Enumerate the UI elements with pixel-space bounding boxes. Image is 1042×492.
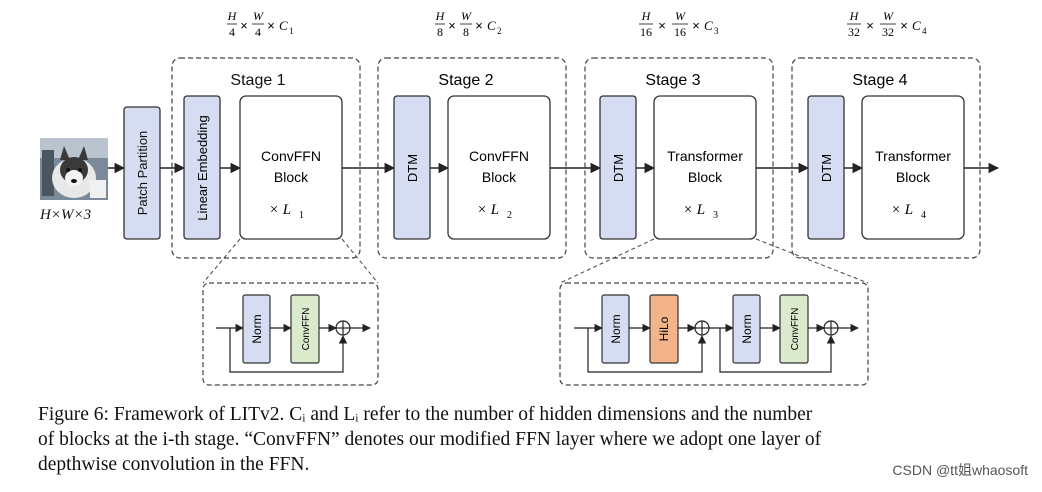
stage-3-dim-c-sub: 3: [714, 26, 719, 36]
stage-1-block-line2: Block: [274, 169, 309, 185]
svg-text:×: ×: [658, 18, 666, 33]
stage-4: H 32 × W 32 × C 4 Stage 4 DTM Transforme…: [791, 9, 981, 259]
convffn-detail-frame: [202, 282, 379, 386]
stage-4-repeat: × L: [891, 202, 913, 218]
svg-text:×: ×: [240, 18, 248, 33]
stage-2-frame: [377, 57, 567, 259]
transformer-detail-norm2-label: Norm: [740, 314, 754, 343]
stage-3-dim-w: W: [675, 9, 686, 23]
transformer-detail-norm1-label: Norm: [609, 314, 623, 343]
stage-4-title: Stage 4: [852, 72, 907, 89]
stage-1-dim-c: C: [279, 18, 288, 33]
transformer-detail-norm1-box: [601, 294, 630, 364]
stage-2-dtm-label: DTM: [405, 154, 420, 182]
stage-4-dim-w: W: [883, 9, 894, 23]
stage-2-title: Stage 2: [438, 72, 493, 89]
stage-3-block-line1: Transformer: [667, 148, 743, 164]
caption-line-2: of blocks at the i-th stage. “ConvFFN” d…: [38, 429, 822, 450]
stage-3-dim-h: H: [641, 9, 652, 23]
stage-2-repeat-sub: 2: [507, 210, 512, 221]
stage-1-dim-w: W: [253, 9, 264, 23]
stage-4-dim-w-den: 32: [882, 25, 894, 39]
stage-1-dim-w-den: 4: [255, 25, 261, 39]
patch-partition-label: Patch Partition: [135, 131, 150, 216]
transformer-block-detail: Norm HiLo Norm ConvFFN: [559, 238, 869, 386]
caption-line-3: depthwise convolution in the FFN.: [38, 454, 310, 475]
stage-3-dim-c: C: [704, 18, 713, 33]
transformer-detail-convffn-label: ConvFFN: [790, 308, 801, 351]
stage-1-dim-c-sub: 1: [289, 26, 294, 36]
convffn-detail-convffn-box: [290, 294, 320, 364]
convffn-detail-convffn-label: ConvFFN: [301, 308, 312, 351]
stage-3: H 16 × W 16 × C 3 Stage 3 DTM Transforme…: [584, 9, 774, 259]
stage-3-repeat: × L: [683, 202, 705, 218]
convffn-detail-add-icon: [335, 320, 351, 336]
stage-2-repeat: × L: [477, 202, 499, 218]
patch-partition-box: [123, 106, 161, 240]
transformer-detail-norm2-box: [732, 294, 761, 364]
convffn-detail-norm-label: Norm: [250, 314, 264, 343]
linear-embedding-label: Linear Embedding: [195, 115, 210, 221]
stage-1: H 4 × W 4 × C 1 Stage 1 Linear Embedding…: [171, 9, 361, 259]
stage-4-dim-c: C: [912, 18, 921, 33]
transformer-detail-add2-icon: [823, 320, 839, 336]
stage-2-dim-w: W: [461, 9, 472, 23]
stage-2-dim-h-den: 8: [437, 25, 443, 39]
transformer-detail-add1-icon: [694, 320, 710, 336]
stage-1-frame: [171, 57, 361, 259]
input-image: [40, 138, 108, 200]
stage-2-dim-h: H: [435, 9, 446, 23]
stage-2-block-line2: Block: [482, 169, 517, 185]
input-size-label: H×W×3: [39, 207, 91, 223]
svg-text:×: ×: [900, 18, 908, 33]
stage-4-dim-h: H: [849, 9, 860, 23]
svg-text:×: ×: [448, 18, 456, 33]
stage-4-block-line1: Transformer: [875, 148, 951, 164]
convffn-block-detail: Norm ConvFFN: [202, 238, 379, 386]
caption-line-1: Figure 6: Framework of LITv2. Cᵢ and Lᵢ …: [38, 404, 813, 425]
svg-text:×: ×: [475, 18, 483, 33]
stage-3-frame: [584, 57, 774, 259]
stage-1-dim-h: H: [227, 9, 238, 23]
stage-3-dtm-label: DTM: [611, 154, 626, 182]
convffn-detail-norm-box: [242, 294, 271, 364]
stage-3-dim-w-den: 16: [674, 25, 686, 39]
transformer-detail-hilo-box: [649, 294, 679, 364]
transformer-detail-hilo-label: HiLo: [657, 316, 671, 341]
stage-2-dim-c-sub: 2: [497, 26, 502, 36]
svg-text:×: ×: [866, 18, 874, 33]
stage-4-frame: [791, 57, 981, 259]
stage-1-repeat-sub: 1: [299, 210, 304, 221]
stage-4-dim-c-sub: 4: [922, 26, 927, 36]
stage-3-dim-h-den: 16: [640, 25, 652, 39]
stage-3-repeat-sub: 3: [713, 210, 718, 221]
stage-3-block-line2: Block: [688, 169, 723, 185]
watermark: CSDN @tt姐whaosoft: [892, 462, 1028, 478]
transformer-detail-frame: [559, 282, 869, 386]
stage-1-repeat: × L: [269, 202, 291, 218]
stage-4-repeat-sub: 4: [921, 210, 926, 221]
transformer-detail-convffn-box: [779, 294, 809, 364]
svg-text:×: ×: [692, 18, 700, 33]
svg-text:×: ×: [267, 18, 275, 33]
stage-2: H 8 × W 8 × C 2 Stage 2 DTM ConvFFN Bloc…: [377, 9, 567, 259]
stage-4-dim-h-den: 32: [848, 25, 860, 39]
stage-2-dim-w-den: 8: [463, 25, 469, 39]
stage-4-dtm-label: DTM: [819, 154, 834, 182]
stage-1-block-line1: ConvFFN: [261, 148, 321, 164]
stage-4-block-line2: Block: [896, 169, 931, 185]
stage-2-dim-c: C: [487, 18, 496, 33]
stage-1-title: Stage 1: [230, 72, 285, 89]
litv2-framework-diagram: H×W×3 Patch Partition H 4 × W 4 × C 1 St…: [39, 9, 1000, 386]
stage-3-title: Stage 3: [645, 72, 700, 89]
stage-1-dim-h-den: 4: [229, 25, 235, 39]
stage-2-block-line1: ConvFFN: [469, 148, 529, 164]
figure-caption: Figure 6: Framework of LITv2. Cᵢ and Lᵢ …: [38, 402, 998, 477]
